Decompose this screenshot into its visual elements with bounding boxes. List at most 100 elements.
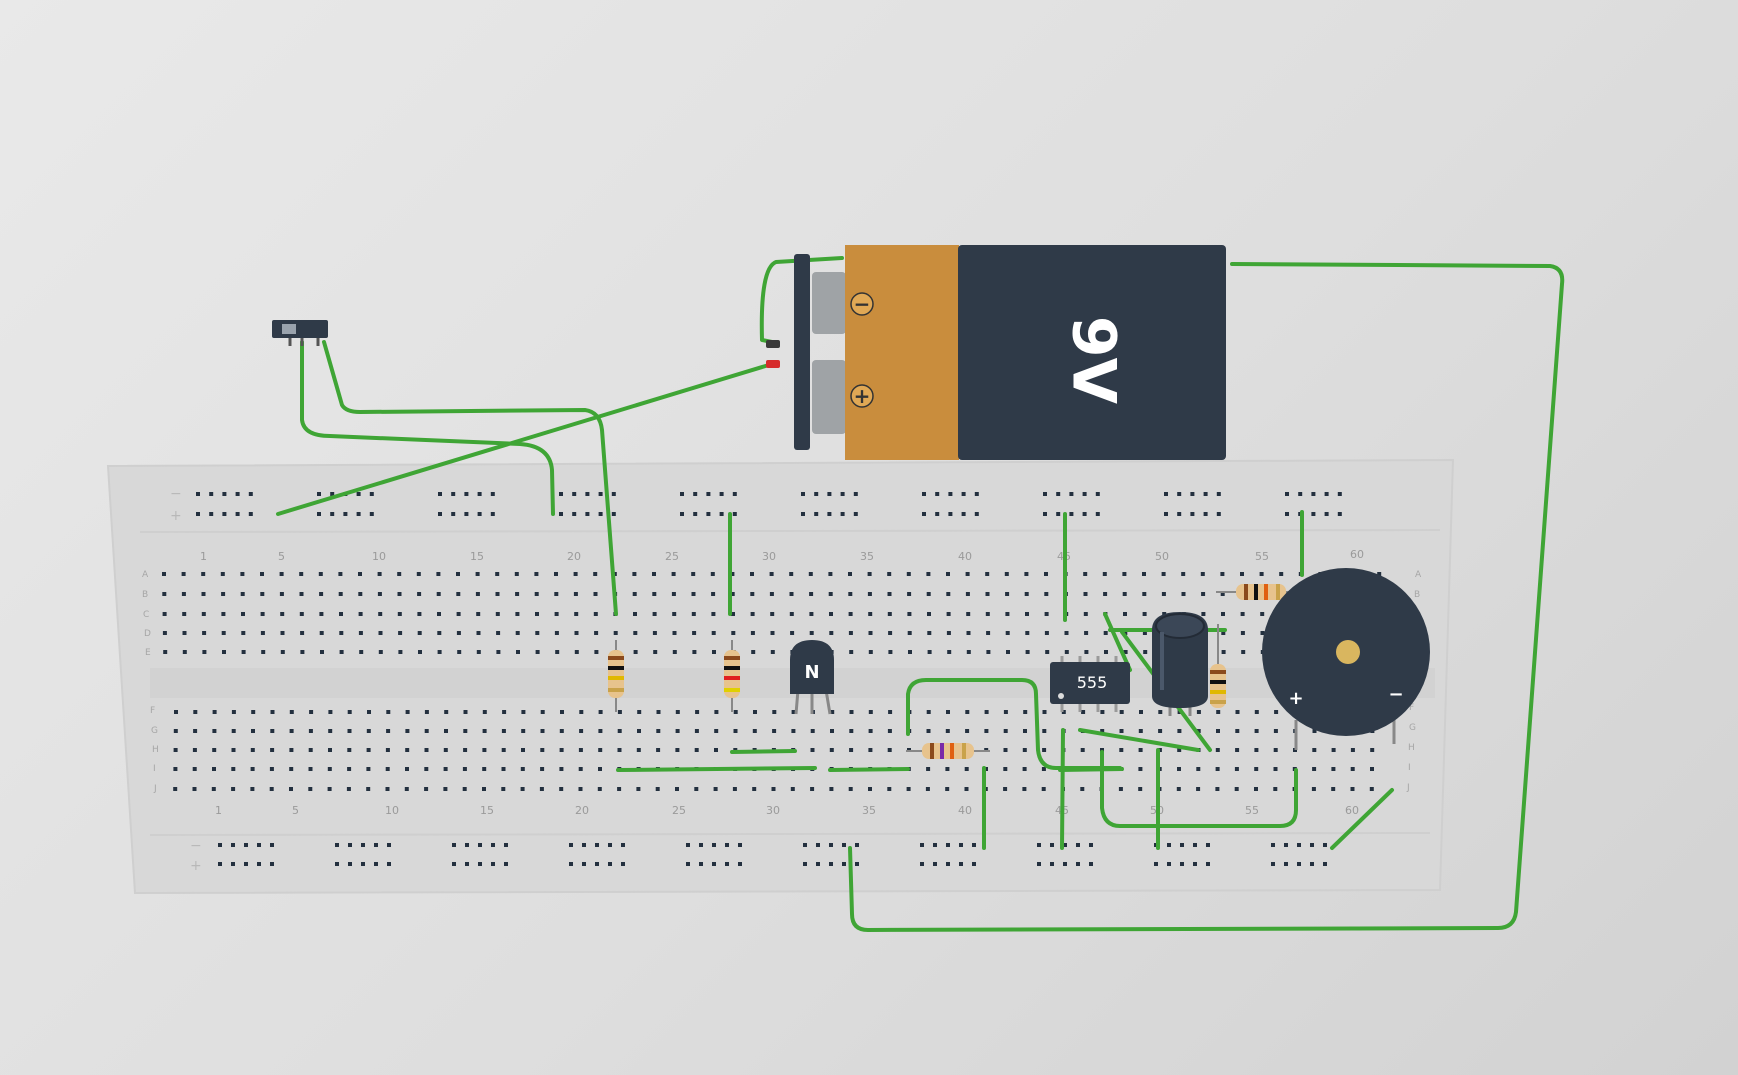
breadboard-hole[interactable] [464, 492, 469, 496]
breadboard-hole[interactable] [417, 631, 422, 635]
breadboard-hole[interactable] [358, 631, 363, 635]
breadboard-hole[interactable] [769, 592, 774, 596]
breadboard-hole[interactable] [1044, 592, 1049, 596]
breadboard-hole[interactable] [424, 748, 429, 752]
breadboard-hole[interactable] [1196, 710, 1201, 714]
breadboard-hole[interactable] [269, 787, 274, 791]
breadboard-hole[interactable] [1284, 843, 1288, 847]
breadboard-hole[interactable] [317, 492, 321, 496]
breadboard-hole[interactable] [231, 748, 236, 752]
breadboard-hole[interactable] [906, 572, 911, 576]
breadboard-hole[interactable] [539, 787, 544, 791]
breadboard-hole[interactable] [855, 862, 859, 866]
breadboard-hole[interactable] [770, 612, 775, 616]
breadboard-hole[interactable] [418, 650, 422, 654]
breadboard-hole[interactable] [719, 512, 724, 516]
breadboard-hole[interactable] [959, 843, 963, 847]
breadboard-hole[interactable] [699, 843, 703, 847]
breadboard-hole[interactable] [437, 631, 442, 635]
breadboard-hole[interactable] [985, 572, 990, 576]
breadboard-hole[interactable] [1279, 572, 1284, 576]
breadboard-hole[interactable] [574, 612, 579, 616]
breadboard-hole[interactable] [347, 767, 352, 771]
breadboard-hole[interactable] [1043, 492, 1047, 496]
breadboard-hole[interactable] [598, 512, 603, 516]
breadboard-hole[interactable] [1260, 612, 1265, 616]
breadboard-hole[interactable] [270, 748, 275, 752]
breadboard-hole[interactable] [535, 631, 540, 635]
breadboard-hole[interactable] [1056, 512, 1061, 516]
breadboard-hole[interactable] [652, 631, 657, 635]
breadboard-hole[interactable] [173, 767, 178, 771]
breadboard-hole[interactable] [318, 572, 323, 576]
breadboard-hole[interactable] [868, 787, 872, 791]
breadboard-hole[interactable] [346, 787, 351, 791]
breadboard-hole[interactable] [520, 767, 525, 771]
breadboard-hole[interactable] [868, 631, 873, 635]
breadboard-hole[interactable] [693, 512, 698, 516]
breadboard-hole[interactable] [477, 512, 482, 516]
breadboard-hole[interactable] [887, 572, 892, 576]
breadboard-hole[interactable] [193, 729, 198, 733]
breadboard-hole[interactable] [1369, 787, 1374, 791]
breadboard-hole[interactable] [231, 787, 236, 791]
breadboard-hole[interactable] [327, 767, 332, 771]
breadboard-hole[interactable] [358, 572, 362, 576]
breadboard-hole[interactable] [1254, 767, 1259, 771]
breadboard-hole[interactable] [270, 729, 275, 733]
breadboard-hole[interactable] [1181, 572, 1186, 576]
breadboard-hole[interactable] [972, 862, 976, 866]
breadboard-hole[interactable] [1080, 748, 1085, 752]
breadboard-hole[interactable] [617, 729, 622, 733]
breadboard-hole[interactable] [1025, 612, 1029, 616]
breadboard-hole[interactable] [491, 862, 495, 866]
breadboard-hole[interactable] [361, 862, 365, 866]
breadboard-hole[interactable] [1061, 710, 1066, 714]
breadboard-hole[interactable] [1337, 492, 1342, 496]
breadboard-hole[interactable] [1118, 787, 1123, 791]
breadboard-hole[interactable] [174, 710, 178, 714]
breadboard-hole[interactable] [946, 710, 950, 714]
breadboard-hole[interactable] [706, 492, 711, 496]
breadboard-hole[interactable] [209, 492, 214, 496]
breadboard-hole[interactable] [1122, 592, 1127, 596]
breadboard-hole[interactable] [961, 492, 966, 496]
breadboard-hole[interactable] [1069, 492, 1074, 496]
breadboard-hole[interactable] [504, 862, 508, 866]
breadboard-hole[interactable] [961, 512, 966, 516]
breadboard-hole[interactable] [1164, 512, 1168, 516]
breadboard-hole[interactable] [478, 862, 482, 866]
breadboard-hole[interactable] [1005, 592, 1010, 596]
breadboard-hole[interactable] [1043, 512, 1047, 516]
breadboard-hole[interactable] [694, 748, 699, 752]
breadboard-hole[interactable] [617, 710, 622, 714]
breadboard-hole[interactable] [1081, 710, 1086, 714]
breadboard-hole[interactable] [868, 729, 873, 733]
breadboard-hole[interactable] [1221, 650, 1226, 654]
breadboard-hole[interactable] [672, 612, 677, 616]
breadboard-hole[interactable] [699, 862, 703, 866]
breadboard-hole[interactable] [501, 767, 506, 771]
breadboard-hole[interactable] [347, 710, 352, 714]
breadboard-hole[interactable] [387, 843, 391, 847]
breadboard-hole[interactable] [554, 631, 559, 635]
breadboard-hole[interactable] [270, 843, 274, 847]
breadboard-hole[interactable] [750, 612, 755, 616]
breadboard-hole[interactable] [1298, 492, 1303, 496]
breadboard-hole[interactable] [598, 767, 602, 771]
breadboard-hole[interactable] [1076, 843, 1080, 847]
breadboard-hole[interactable] [598, 492, 603, 496]
breadboard-hole[interactable] [490, 512, 495, 516]
breadboard-hole[interactable] [946, 592, 951, 596]
breadboard-hole[interactable] [1042, 729, 1047, 733]
breadboard-hole[interactable] [927, 631, 932, 635]
breadboard-hole[interactable] [829, 612, 833, 616]
breadboard-hole[interactable] [554, 572, 558, 576]
breadboard-hole[interactable] [712, 862, 716, 866]
breadboard-hole[interactable] [1056, 492, 1061, 496]
breadboard-hole[interactable] [868, 710, 873, 714]
breadboard-hole[interactable] [578, 748, 583, 752]
breadboard-hole[interactable] [1221, 631, 1226, 635]
breadboard-hole[interactable] [1119, 729, 1124, 733]
breadboard-hole[interactable] [1177, 748, 1182, 752]
